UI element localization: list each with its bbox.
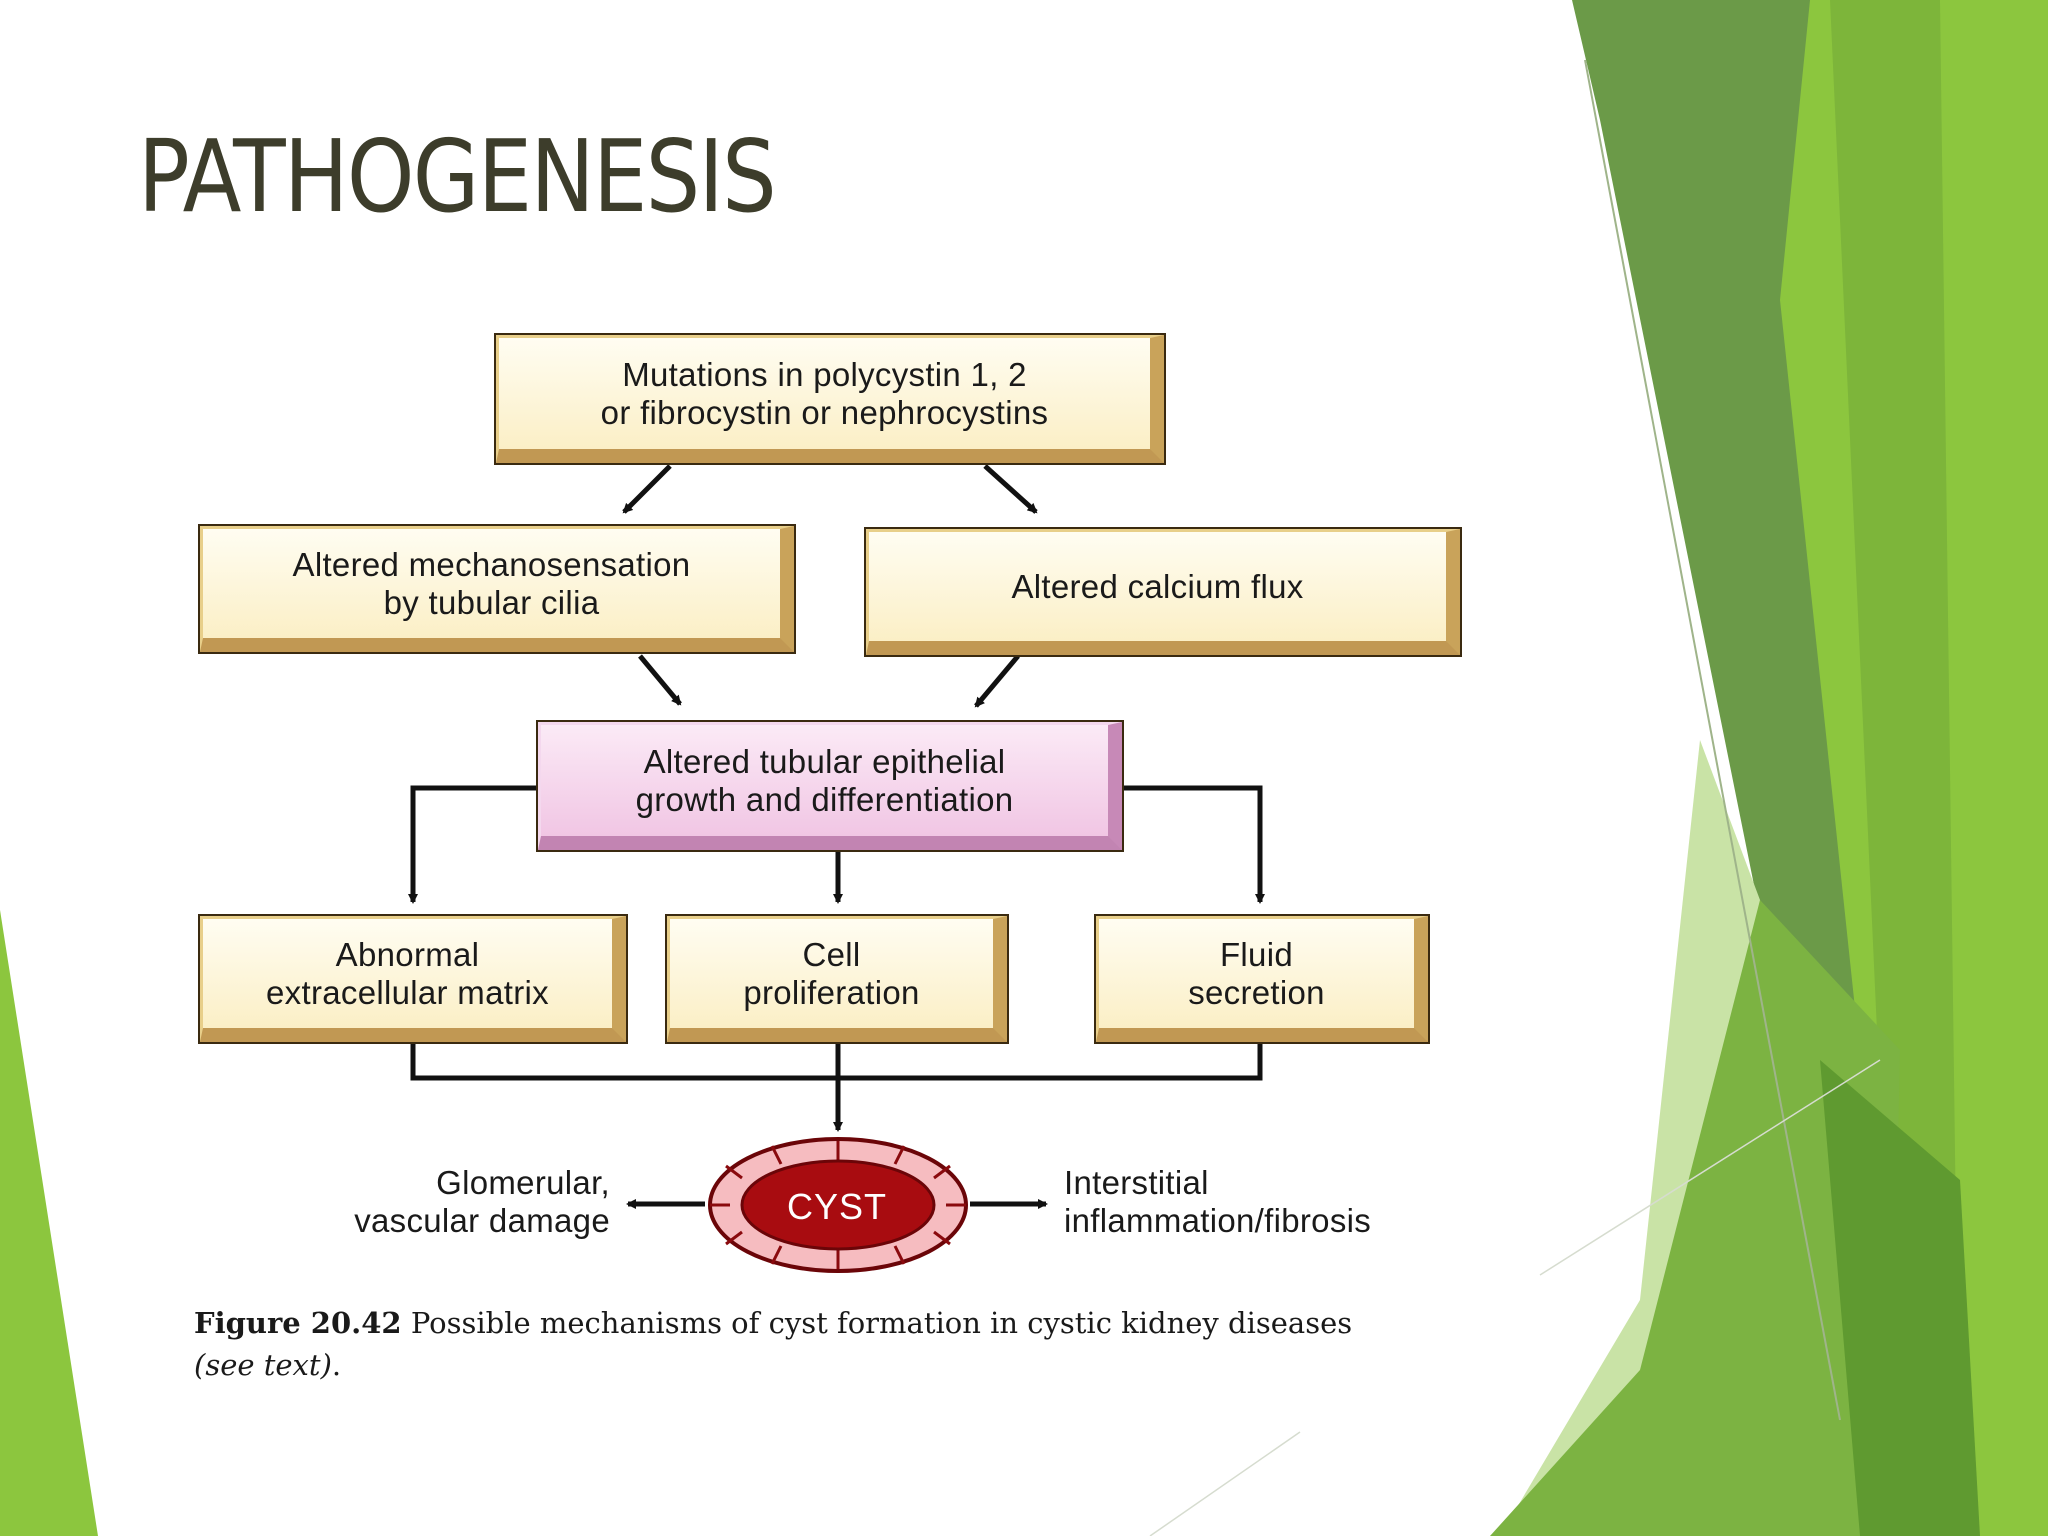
thin-line-1 [1584, 59, 1841, 1421]
caption-italic: (see text) [194, 1348, 332, 1382]
epithelial-growth-label: Altered tubular epithelial growth and di… [635, 742, 1014, 818]
thin-line-2 [1539, 1059, 1881, 1276]
slide-title: PATHOGENESIS [138, 118, 777, 235]
mid-green-shard [1490, 900, 1900, 1536]
glomerular-damage-label: Glomerular, vascular damage [354, 1164, 610, 1239]
left-green-sliver [0, 910, 98, 1536]
calcium-flux-label: Altered calcium flux [1011, 567, 1304, 605]
cyst-icon [708, 1137, 968, 1273]
arrow-center-to-secretion [1122, 785, 1265, 904]
interstitial-inflammation-label: Interstitial inflammation/fibrosis [1064, 1164, 1372, 1239]
mechanosensation-label: Altered mechanosensation by tubular cili… [292, 545, 691, 621]
figure-caption: Figure 20.42 Possible mechanisms of cyst… [194, 1302, 1394, 1386]
figure-number: Figure 20.42 [194, 1306, 402, 1340]
thin-line-3 [1149, 1431, 1301, 1536]
right-mid-green-strip [1830, 0, 1960, 1536]
fluid-secretion-label: Fluid secretion [1188, 935, 1325, 1011]
arrow-top-to-left [622, 464, 672, 514]
arrow-center-to-matrix [408, 785, 540, 904]
caption-text: Possible mechanisms of cyst formation in… [401, 1306, 1353, 1340]
cell-proliferation-box: Cell proliferation [665, 914, 1009, 1044]
extracellular-matrix-box: Abnormal extracellular matrix [198, 914, 628, 1044]
mechanosensation-box: Altered mechanosensation by tubular cili… [198, 524, 796, 654]
calcium-flux-box: Altered calcium flux [864, 527, 1462, 657]
cell-proliferation-label: Cell proliferation [743, 935, 920, 1011]
dark-green-shard [1820, 1060, 1980, 1536]
extracellular-matrix-label: Abnormal extracellular matrix [266, 935, 549, 1011]
cyst-label: CYST [786, 1186, 887, 1227]
arrow-right-to-center [974, 654, 1020, 708]
mutations-box: Mutations in polycystin 1, 2 or fibrocys… [494, 333, 1166, 465]
arrow-top-to-right [983, 464, 1038, 514]
epithelial-growth-box: Altered tubular epithelial growth and di… [536, 720, 1124, 852]
arrow-left-to-center [638, 654, 682, 706]
fluid-secretion-box: Fluid secretion [1094, 914, 1430, 1044]
caption-end: . [331, 1348, 342, 1382]
mutations-label: Mutations in polycystin 1, 2 or fibrocys… [600, 355, 1049, 431]
